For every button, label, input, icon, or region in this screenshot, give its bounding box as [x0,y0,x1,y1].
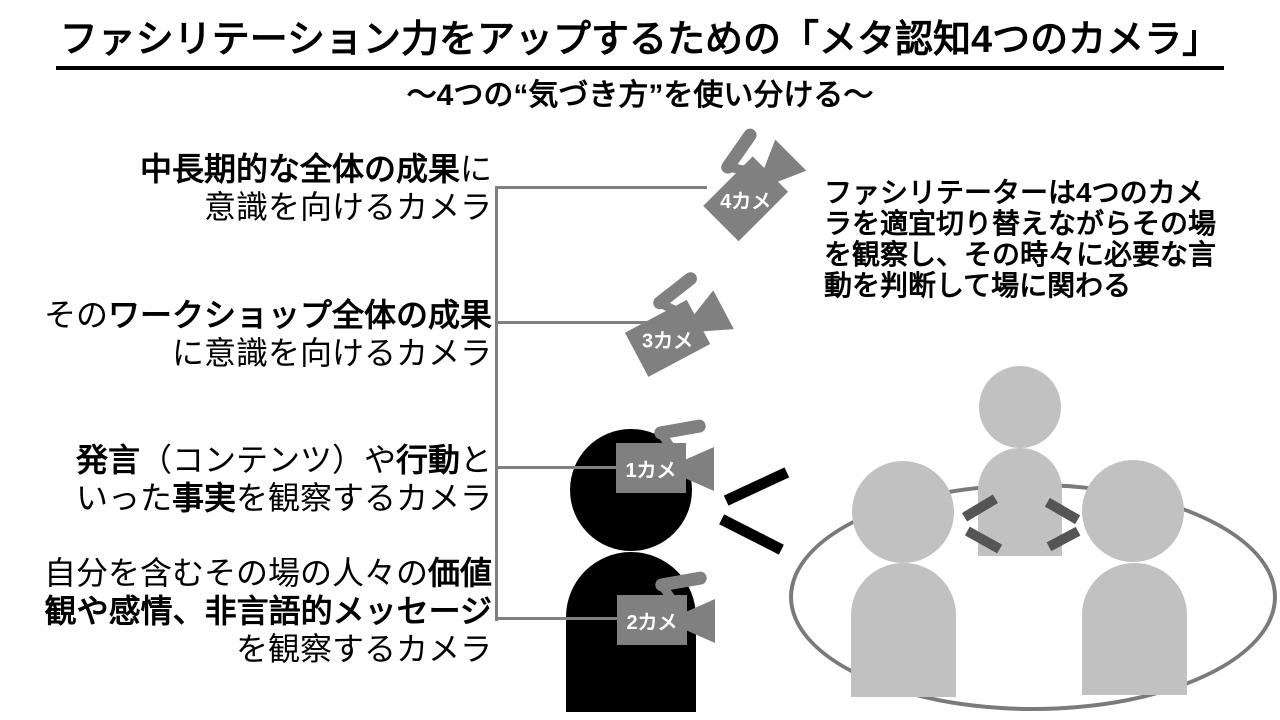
text-line: 自分を含むその場の人々の価値 [44,554,492,592]
page-title-text: ファシリテーション力をアップするための「メタ認知4つのカメラ」 [55,8,1225,70]
text-segment: 観や感情、非言語的メッセージ [44,593,492,629]
participant-right-body [1082,563,1187,695]
text-line: に意識を向けるカメラ [44,334,492,372]
text-segment: ワークショップ全体の成果 [107,297,492,333]
participant-left-head [852,461,954,563]
text-segment: 発言 [75,442,140,478]
text-segment: 行動 [395,442,460,478]
view-line-icon [719,514,784,555]
camera-body [617,595,687,645]
camera-4-icon: 4カメ [689,121,815,247]
camera-3-label: 3カメ [642,329,694,352]
participant-left-body [851,563,956,697]
left-item-camera1-description: 発言（コンテンツ）や行動と いった事実を観察するカメラ [76,441,492,517]
text-segment: 自分を含むその場の人々の [43,555,428,591]
camera-2-label: 2カメ [626,611,678,634]
note-line: 動を判断して場に関わる [824,270,1132,301]
text-segment: を観察するカメラ [235,631,492,667]
camera-3-icon: 3カメ [616,268,741,384]
connector-line-cam4 [495,186,707,189]
text-segment: に意識を向けるカメラ [171,335,492,371]
participant-center-head [979,366,1061,448]
text-line: を観察するカメラ [44,630,492,668]
text-line: 発言（コンテンツ）や行動と [76,441,492,479]
camera-lens-icon [682,447,714,491]
text-line: 意識を向けるカメラ [140,188,492,226]
text-segment: 意識を向けるカメラ [203,189,492,225]
text-line: 観や感情、非言語的メッセージ [44,592,492,630]
text-line: いった事実を観察するカメラ [76,479,492,517]
left-item-camera3-description: そのワークショップ全体の成果 に意識を向けるカメラ [44,296,492,372]
facilitator-note: ファシリテーターは4つのカメ ラを適宜切り替えながらその場 を観察し、その時々に… [824,177,1274,301]
page-subtitle: ～4つの“気づき方”を使い分ける～ [406,79,874,112]
text-segment: と [459,442,492,478]
note-line: ファシリテーターは4つのカメ [824,177,1204,208]
camera-1-icon: 1カメ [616,418,716,501]
connector-line-cam2 [495,617,630,620]
note-line: ラを適宜切り替えながらその場 [824,208,1217,239]
text-segment: に [459,151,492,187]
text-segment: 中長期的な全体の成果 [139,151,460,187]
view-line-icon [723,467,790,506]
page-title: ファシリテーション力をアップするための「メタ認知4つのカメラ」 [0,8,1280,70]
left-item-camera4-description: 中長期的な全体の成果に 意識を向けるカメラ [140,150,492,226]
text-segment: 事実 [171,480,236,516]
left-item-camera2-description: 自分を含むその場の人々の価値 観や感情、非言語的メッセージ を観察するカメラ [44,554,492,668]
connector-line-cam1 [495,466,630,469]
text-segment: その [43,297,108,333]
connector-vertical-line [495,186,498,621]
camera-2-icon: 2カメ [617,570,717,653]
text-line: 中長期的な全体の成果に [140,150,492,188]
text-segment: 価値 [427,555,492,591]
note-line: を観察し、その時々に必要な言 [824,239,1217,270]
camera-body [616,443,686,493]
camera-4-label: 4カメ [720,190,772,213]
text-segment: （コンテンツ）や [139,442,396,478]
text-segment: いった [75,480,172,516]
connector-line-cam3 [495,321,650,324]
text-segment: を観察するカメラ [235,480,492,516]
text-line: そのワークショップ全体の成果 [44,296,492,334]
participant-right-head [1082,460,1184,562]
camera-lens-icon [683,599,715,643]
camera-1-label: 1カメ [625,459,677,482]
